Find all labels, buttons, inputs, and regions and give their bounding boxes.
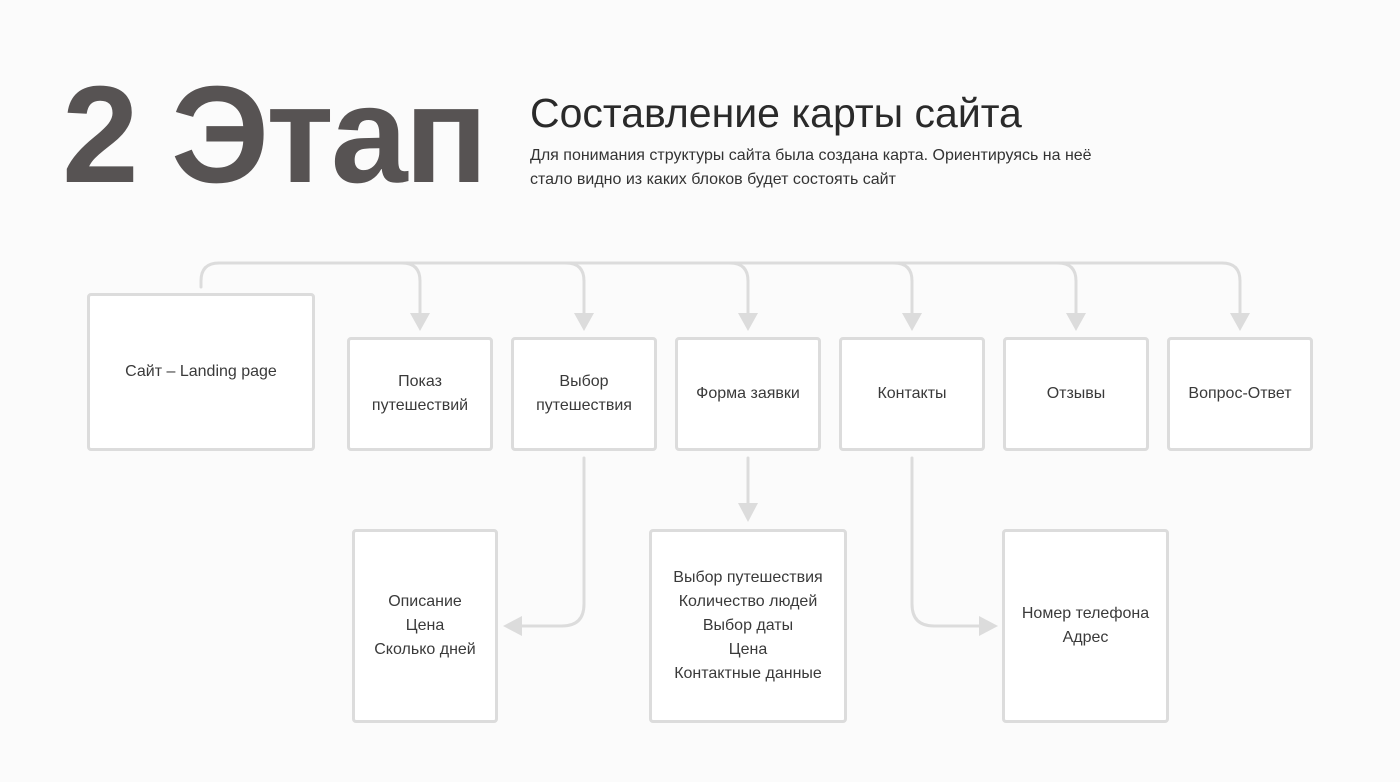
node-label: Вопрос-Ответ xyxy=(1188,385,1292,402)
node-page-tours: Показ путешествий xyxy=(347,337,493,451)
connector-drop xyxy=(892,261,914,316)
node-label: Отзывы xyxy=(1046,385,1106,402)
page-description: Для понимания структуры сайта была созда… xyxy=(530,144,1170,192)
node-label: Количество людей xyxy=(678,593,818,610)
arrow-head xyxy=(410,313,430,331)
node-label: Цена xyxy=(405,617,445,634)
node-label: Выбор даты xyxy=(702,617,794,634)
connector-drop xyxy=(564,261,586,316)
node-label: Адрес xyxy=(1062,629,1109,646)
arrow-head xyxy=(902,313,922,331)
node-label: Показ xyxy=(398,373,442,390)
node-label: Форма заявки xyxy=(696,385,800,402)
arrow-head xyxy=(738,503,758,522)
arrow-head xyxy=(979,616,998,636)
arrow-head xyxy=(738,313,758,331)
node-detail-contacts: Номер телефона Адрес xyxy=(1002,529,1169,723)
node-site-root: Сайт – Landing page xyxy=(87,293,315,451)
arrow-head xyxy=(1230,313,1250,331)
arrow-head xyxy=(503,616,522,636)
node-label: путешествия xyxy=(536,397,632,414)
stage-title: 2 Этап xyxy=(62,58,488,212)
node-label: Контакты xyxy=(877,385,947,402)
node-page-reviews: Отзывы xyxy=(1003,337,1149,451)
page-title: Составление карты сайта xyxy=(530,90,1022,136)
node-label: путешествий xyxy=(371,397,469,414)
arrow-head xyxy=(574,313,594,331)
node-label: Выбор путешествия xyxy=(673,569,823,586)
node-page-request-form: Форма заявки xyxy=(675,337,821,451)
node-label: Цена xyxy=(728,641,768,658)
description-line: стало видно из каких блоков будет состоя… xyxy=(530,171,896,188)
node-detail-request-form: Выбор путешествия Количество людей Выбор… xyxy=(649,529,847,723)
node-label: Выбор xyxy=(559,373,609,390)
arrow-head xyxy=(1066,313,1086,331)
connector-detail xyxy=(910,456,982,628)
connector-drop xyxy=(400,261,422,316)
node-page-faq: Вопрос-Ответ xyxy=(1167,337,1313,451)
connector-bus xyxy=(199,261,1242,316)
node-page-tour-choice: Выбор путешествия xyxy=(511,337,657,451)
node-detail-tour-choice: Описание Цена Сколько дней xyxy=(352,529,498,723)
connector-detail xyxy=(520,456,586,628)
node-label: Сколько дней xyxy=(374,641,476,658)
connector-drop xyxy=(728,261,750,316)
node-label: Сайт – Landing page xyxy=(125,363,277,380)
node-page-contacts: Контакты xyxy=(839,337,985,451)
description-line: Для понимания структуры сайта была созда… xyxy=(530,147,1092,164)
node-label: Описание xyxy=(388,593,462,610)
node-label: Контактные данные xyxy=(674,665,822,682)
node-label: Номер телефона xyxy=(1021,605,1150,622)
connector-drop xyxy=(1056,261,1078,316)
